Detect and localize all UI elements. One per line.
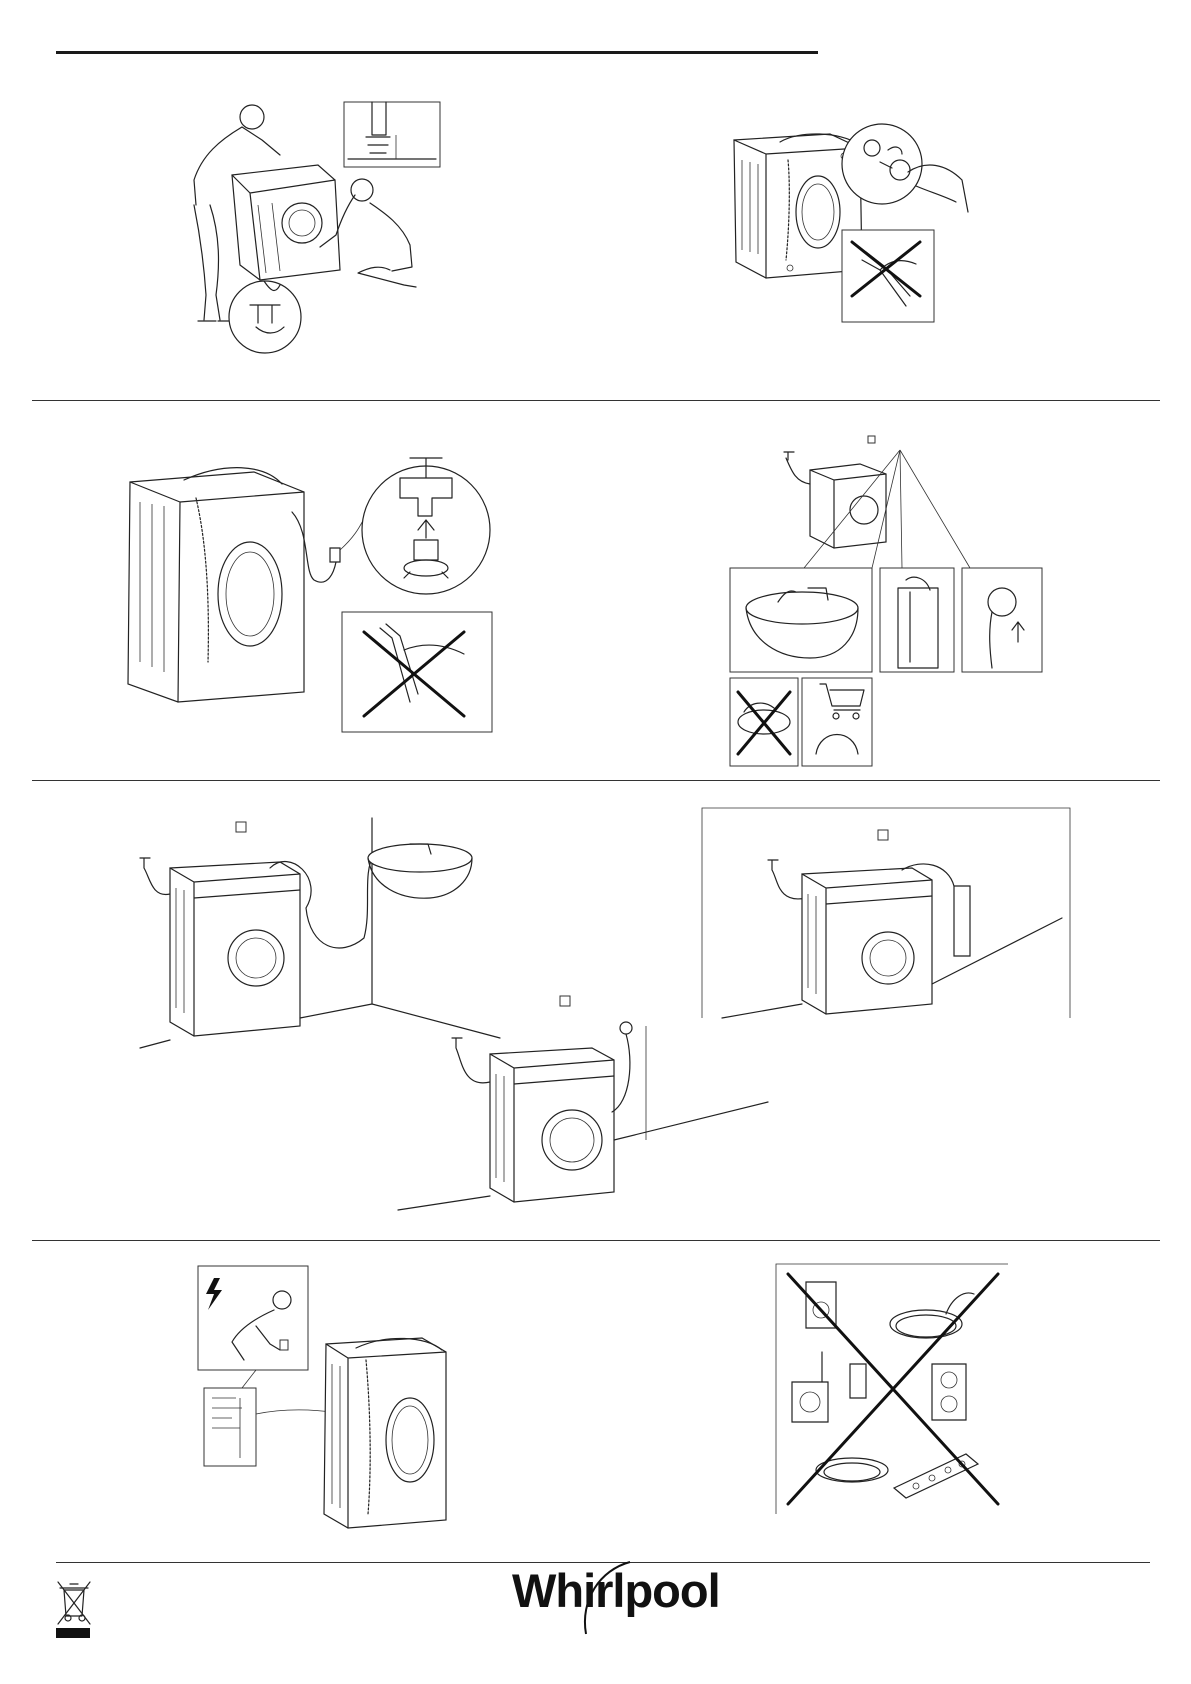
transport-bolts-illustration bbox=[730, 120, 1050, 350]
plug-in-illustration bbox=[196, 1264, 476, 1534]
drain-standpipe-illustration bbox=[702, 808, 1072, 1018]
brand-swoosh bbox=[560, 1560, 680, 1640]
section-divider bbox=[32, 400, 1160, 401]
no-adapters-illustration bbox=[776, 1264, 1012, 1514]
inlet-hose-illustration bbox=[114, 432, 514, 742]
section-divider bbox=[32, 780, 1160, 781]
header-rule bbox=[56, 51, 818, 54]
drain-wall-illustration bbox=[398, 992, 778, 1212]
section-divider bbox=[32, 1240, 1160, 1241]
weee-icon bbox=[56, 1580, 92, 1638]
drain-options-illustration bbox=[730, 432, 1050, 772]
unpack-level-illustration bbox=[180, 95, 450, 380]
